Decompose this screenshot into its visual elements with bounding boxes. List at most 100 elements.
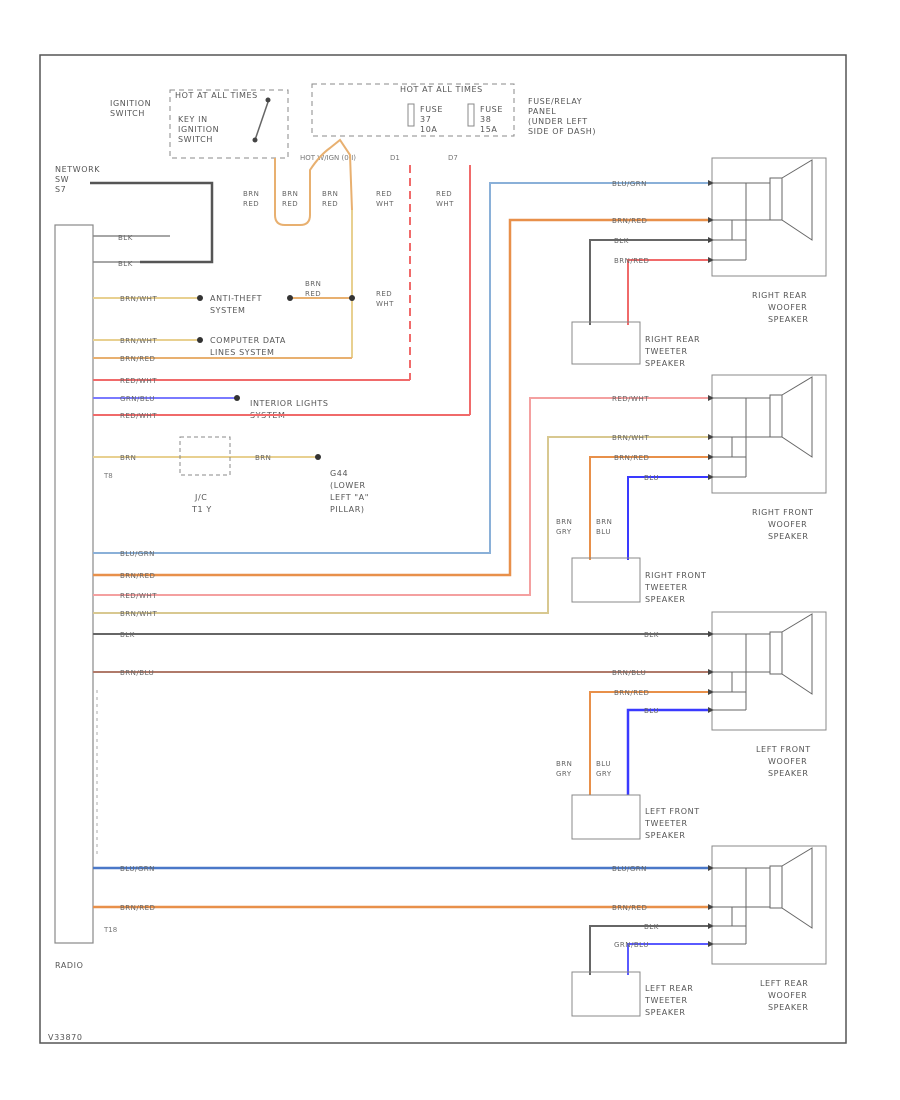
lr-tweeter-label-1: LEFT REAR [645, 984, 693, 993]
arrow-rf-3 [708, 454, 714, 460]
lf-speaker-label-3: SPEAKER [768, 769, 809, 778]
arrow-rf-1 [708, 395, 714, 401]
arrow-lf-1 [708, 631, 714, 637]
wlbl-brn-red-switch: BRN/RED [120, 355, 155, 363]
lr-tweeter-label-3: SPEAKER [645, 1008, 686, 1017]
rf-tweeter-label-2: TWEETER [644, 583, 688, 592]
fuse-panel-box [311, 83, 515, 137]
wlbl-brn-3: BRN [322, 190, 338, 198]
wlbl-lf-gry-2: GRY [596, 770, 612, 778]
lr-tweeter-box [571, 971, 641, 1017]
network-label-3: S7 [55, 185, 66, 194]
wire-rf-red-wht [93, 397, 708, 596]
rr-tweeter-label-1: RIGHT REAR [645, 335, 700, 344]
wire-lf-tweeter-blu [626, 708, 708, 795]
wlbl-lf-brn-blu-radio: BRN/BLU [120, 669, 154, 677]
lf-woofer-cone [781, 613, 813, 695]
wire-rf-tweeter-brn-red [589, 456, 708, 560]
computer-data-connector [197, 337, 203, 343]
lr-woofer-magnet [769, 865, 783, 909]
fuse-b-label-2: 38 [480, 115, 491, 124]
wlbl-ground-brn-1: BRN [120, 454, 136, 462]
fuse-b-label-1: FUSE [480, 105, 503, 114]
key-in-ignition-3: SWITCH [178, 135, 213, 144]
wlbl-interior-lights: GRN/BLU [120, 395, 155, 403]
lr-speaker-label-3: SPEAKER [768, 1003, 809, 1012]
arrow-lf-2 [708, 669, 714, 675]
arrow-rf-2 [708, 434, 714, 440]
ignition-switch-contact [254, 101, 269, 141]
arrow-rf-4 [708, 474, 714, 480]
left-rear-speaker: LEFT REAR WOOFER SPEAKER [711, 845, 827, 1012]
wlbl-rr-brn-red-radio: BRN/RED [120, 572, 155, 580]
rf-woofer-box [711, 374, 827, 494]
rr-woofer-box [711, 157, 827, 277]
wlbl-at-brn: BRN [305, 280, 321, 288]
ignition-switch-label-2: SWITCH [110, 109, 145, 118]
rf-speaker-label-3: SPEAKER [768, 532, 809, 541]
wlbl-lr-brn-red-radio: BRN/RED [120, 904, 155, 912]
arrow-lr-2 [708, 904, 714, 910]
wlbl-ground-brn-2: BRN [255, 454, 271, 462]
wlbl-rf-red-wht: RED/WHT [612, 395, 649, 403]
rr-woofer-cone [781, 159, 813, 241]
g44-label-1: G44 [330, 469, 348, 478]
wlbl-lr-blu-grn: BLU/GRN [612, 865, 647, 873]
lr-speaker-label-2: WOOFER [768, 991, 807, 1000]
wlbl-brn-1: BRN [243, 190, 259, 198]
rr-tweeter-box [571, 321, 641, 365]
wlbl-wht-a: WHT [376, 200, 394, 208]
wlbl-red-2: RED [282, 200, 298, 208]
rr-speaker-label-3: SPEAKER [768, 315, 809, 324]
rf-woofer-magnet [769, 394, 783, 438]
wire-lr-tweeter-grn-blu [627, 943, 708, 975]
rr-woofer-magnet [769, 177, 783, 221]
rr-tweeter-label-3: SPEAKER [645, 359, 686, 368]
wlbl-rf-gry-1: GRY [556, 528, 572, 536]
interior-lights-label-1: INTERIOR LIGHTS [250, 399, 329, 408]
arrow-lr-1 [708, 865, 714, 871]
terminal-arrows [708, 180, 714, 947]
rf-tweeter-box [571, 557, 641, 603]
rr-tweeter-label-2: TWEETER [644, 347, 688, 356]
wlbl-lr-brn-red: BRN/RED [612, 904, 647, 912]
wire-rf-brn-wht [93, 436, 708, 614]
anti-theft-label-1: ANTI-THEFT [210, 294, 262, 303]
wlbl-at-red: RED [305, 290, 321, 298]
fuse-a-label-3: 10A [420, 125, 437, 134]
wlbl-lf-brn-red-t: BRN/RED [614, 689, 649, 697]
t18-label: T18 [103, 926, 117, 934]
wlbl-red-c: RED [376, 290, 392, 298]
ignition-switch-box [169, 89, 289, 159]
wlbl-rf-red-wht-radio: RED/WHT [120, 592, 157, 600]
wlbl-brn-2: BRN [282, 190, 298, 198]
right-rear-speaker: RIGHT REAR WOOFER SPEAKER [711, 157, 827, 324]
pin-d1: D1 [390, 154, 400, 162]
wlbl-rr-brn-red: BRN/RED [612, 217, 647, 225]
rf-tweeter-label-3: SPEAKER [645, 595, 686, 604]
wlbl-lf-brn-blu: BRN/BLU [612, 669, 646, 677]
fuse-b-label-3: 15A [480, 125, 497, 134]
key-in-ignition-1: KEY IN [178, 115, 208, 124]
rr-speaker-label-2: WOOFER [768, 303, 807, 312]
g44-label-3: LEFT "A" [330, 493, 369, 502]
wlbl-rf-blu: BLU [644, 474, 659, 482]
right-front-speaker: RIGHT FRONT WOOFER SPEAKER [711, 374, 827, 541]
wlbl-lf-brn-1: BRN [556, 760, 572, 768]
lf-tweeter-label-1: LEFT FRONT [645, 807, 700, 816]
computer-data-label-1: COMPUTER DATA [210, 336, 286, 345]
fuse-a-label-1: FUSE [420, 105, 443, 114]
rf-tweeter-label-1: RIGHT FRONT [645, 571, 707, 580]
wlbl-anti-theft: BRN/WHT [120, 295, 157, 303]
wire-rr-tweeter-blk [589, 239, 708, 325]
wlbl-red-wht-a: RED/WHT [120, 377, 157, 385]
radio-label: RADIO [55, 961, 84, 970]
rf-speaker-label-2: WOOFER [768, 520, 807, 529]
lr-speaker-label-1: LEFT REAR [760, 979, 808, 988]
fuse-a-icon [407, 103, 415, 127]
wlbl-rr-brn-red-t: BRN/RED [614, 257, 649, 265]
rr-speaker-label-1: RIGHT REAR [752, 291, 807, 300]
radio-pin-2-label: BLK [118, 260, 133, 268]
radio-pin-1-label: BLK [118, 234, 133, 242]
g44-label-2: (LOWER [330, 481, 366, 490]
